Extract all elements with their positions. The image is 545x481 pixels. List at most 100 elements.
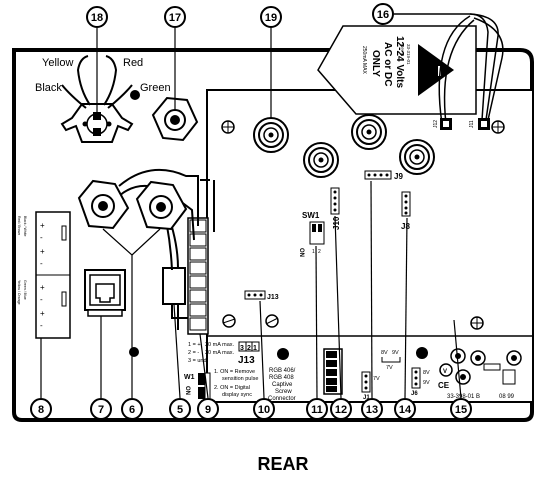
j13-line: 1 = + [188, 342, 201, 348]
header-j8 [401, 191, 411, 217]
rgb-label: Screw [275, 389, 292, 395]
label-card-row: + [40, 247, 45, 256]
dip-switch-sw1 [309, 221, 325, 245]
volt-j1: 8V [381, 350, 388, 356]
tag-rev: Rev B [400, 44, 405, 56]
volt-j6: 9V [423, 380, 430, 386]
label-wire-yellow: Yellow [42, 57, 73, 69]
callout-number: 9 [205, 404, 211, 416]
callout: 9 [197, 398, 219, 420]
label-card-side: Black / White [23, 216, 27, 236]
callout: 5 [169, 398, 191, 420]
w1-on: ON [184, 386, 190, 395]
header-j13 [244, 290, 266, 300]
callout-number: 18 [91, 12, 103, 24]
label-j8: J8 [401, 222, 410, 231]
label-card: + - + - + - + - Red / Brown Black / Whit… [17, 211, 71, 339]
connector-j12 [440, 118, 452, 130]
callout: 6 [121, 398, 143, 420]
rj-jack [84, 269, 126, 317]
label-wire-red: Red [123, 57, 143, 69]
callout-number: 13 [366, 404, 378, 416]
callout: 13 [361, 398, 383, 420]
callout: 17 [164, 6, 186, 28]
rgb-label: RGB 406/ [269, 368, 296, 374]
power-connector-18 [60, 103, 134, 143]
w1-label: W1 [184, 374, 195, 381]
j13-pin: 2 [247, 345, 251, 352]
date-code: 08 99 [499, 394, 515, 400]
w1-note: 2. ON = Digital [214, 385, 250, 391]
label-wire-green: Green [140, 82, 171, 94]
j13-line: 2 = - [188, 350, 199, 356]
terminal-block [187, 217, 209, 335]
label-j11: J11 [469, 120, 475, 128]
callout-number: 10 [258, 404, 270, 416]
label-j13: J13 [267, 294, 279, 301]
callout-number: 17 [169, 12, 181, 24]
callout: 8 [30, 398, 52, 420]
w1-note: sensition pulse [222, 376, 258, 382]
j13-pin: 3 [240, 345, 244, 352]
tag-line: AC or DC [382, 42, 393, 86]
j13-line: 3 = und [188, 358, 207, 364]
j13-block [238, 341, 260, 352]
callout: 14 [394, 398, 416, 420]
label-j12: J12 [433, 120, 439, 128]
leader-lines [40, 27, 462, 399]
tag-line: ONLY [370, 50, 381, 77]
j13-block-label: J13 [238, 355, 255, 366]
tag-wires [394, 13, 504, 125]
bnc-connector [399, 139, 435, 175]
header-j6 [411, 367, 421, 389]
wire-junction-box [162, 267, 186, 305]
board-screw [221, 120, 235, 134]
rgb-screw-connector: RGB 406/ RGB 408 Captive Screw Connector [268, 348, 296, 402]
label-sw1-pos2: 2 [318, 249, 321, 255]
j13-pin: 1 [253, 345, 257, 352]
label-card-row: + [40, 221, 45, 230]
label-sw1-pos1: 1 [312, 249, 315, 255]
callout: 10 [253, 398, 275, 420]
j13-spec: 20 mA max. [205, 342, 235, 348]
header-j10 [330, 187, 340, 215]
label-card-row: - [40, 259, 43, 268]
screw-terminal-strip [323, 348, 343, 395]
callout: 7 [90, 398, 112, 420]
volt-j1: 7V [373, 376, 380, 382]
label-card-row: - [40, 295, 43, 304]
rgb-label: Captive [272, 382, 293, 388]
connector-j11 [478, 118, 490, 130]
bnc-connector [303, 142, 339, 178]
label-card-side: Green / Blue [23, 280, 27, 300]
callout-number: 19 [265, 12, 277, 24]
callout-number: 8 [38, 404, 44, 416]
chassis-bnc-6a [77, 179, 130, 230]
label-wire-black: Black [35, 82, 62, 94]
label-j1: J1 [363, 395, 370, 401]
callout-number: 16 [377, 9, 389, 21]
label-sw1: SW1 [302, 211, 320, 220]
chassis-hole [130, 90, 140, 100]
callout: 11 [306, 398, 328, 420]
tag-line: 250mA MAX [361, 46, 367, 74]
header-j9 [364, 170, 392, 180]
callout: 18 [86, 6, 108, 28]
callout: 12 [330, 398, 352, 420]
label-j9: J9 [394, 172, 403, 181]
callout-number: 6 [129, 404, 135, 416]
label-card-row: + [40, 309, 45, 318]
callout-number: 7 [98, 404, 104, 416]
w1-note: 1. ON = Remove [214, 369, 255, 375]
board-screw [470, 316, 484, 330]
callout-number: 5 [177, 404, 183, 416]
part-number: 33-398-01 B [447, 394, 480, 400]
logo-v: V [443, 369, 447, 375]
chassis-bnc-6b [135, 180, 188, 231]
rgb-label: RGB 408 [269, 375, 294, 381]
board-screw [222, 314, 236, 328]
bnc-connector [351, 114, 387, 150]
label-j6: J6 [411, 391, 418, 397]
board-screw [265, 314, 279, 328]
